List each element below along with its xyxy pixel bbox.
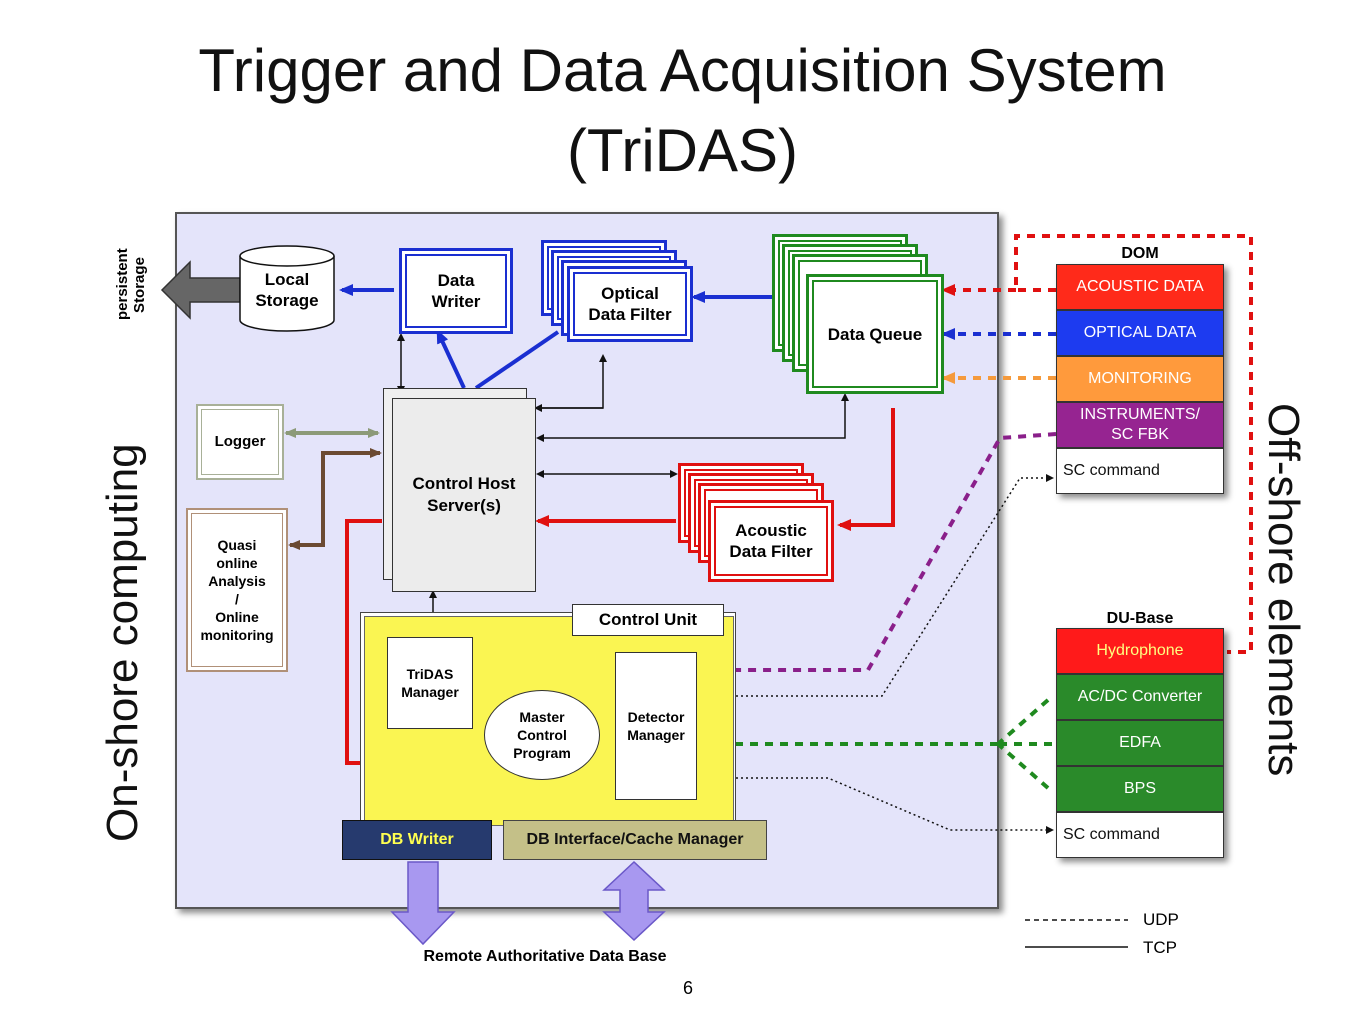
control-unit-label: Control Unit — [572, 604, 724, 636]
data-writer-label: Data Writer — [431, 271, 481, 311]
db-writer: DB Writer — [342, 820, 492, 860]
detector-manager: Detector Manager — [615, 652, 697, 800]
legend-tcp-label: TCP — [1143, 938, 1177, 957]
du-base-title: DU-Base — [1106, 610, 1174, 627]
persistent-storage-arrow — [160, 260, 241, 320]
du-base-row: AC/DC Converter — [1056, 674, 1224, 720]
optical-data-filter-label: Optical Data Filter — [588, 284, 672, 324]
page-number: 6 — [682, 978, 693, 998]
db-interface-cache-manager: DB Interface/Cache Manager — [503, 820, 767, 860]
quasi-online-analysis: Quasi online Analysis / Online monitorin… — [186, 508, 288, 672]
db-interface-bidirectional-arrow — [602, 860, 666, 942]
dom-row: INSTRUMENTS/ SC FBK — [1056, 402, 1224, 448]
dom-row: MONITORING — [1056, 356, 1224, 402]
dom-row: OPTICAL DATA — [1056, 310, 1224, 356]
remote-db-label: Remote Authoritative Data Base — [423, 948, 667, 965]
dom-row: SC command — [1056, 448, 1224, 494]
acoustic-data-filter-label: Acoustic Data Filter — [729, 521, 813, 561]
db-writer-down-arrow — [390, 861, 456, 946]
master-control-program: Master Control Program — [484, 690, 600, 780]
title-line-2: (TriDAS) — [566, 117, 799, 184]
dom-title: DOM — [1121, 245, 1159, 262]
du-base-row: BPS — [1056, 766, 1224, 812]
control-host-server: Control Host Server(s) — [392, 398, 536, 592]
dom-row: ACOUSTIC DATA — [1056, 264, 1224, 310]
du-base-row: SC command — [1056, 812, 1224, 858]
local-storage-label: Local Storage — [255, 270, 319, 310]
logger: Logger — [196, 404, 284, 480]
data-queue-label: Data Queue — [827, 324, 923, 344]
title-line-1: Trigger and Data Acquisition System — [198, 37, 1167, 104]
legend-udp-label: UDP — [1143, 910, 1179, 929]
on-shore-computing-label: On-shore computing — [98, 443, 147, 842]
local-storage-cylinder — [239, 245, 335, 332]
persistent-storage-label: persistent Storage — [114, 248, 148, 320]
off-shore-elements-label: Off-shore elements — [1259, 403, 1308, 777]
du-base-row: Hydrophone — [1056, 628, 1224, 674]
du-base-row: EDFA — [1056, 720, 1224, 766]
tridas-manager: TriDAS Manager — [387, 637, 473, 729]
